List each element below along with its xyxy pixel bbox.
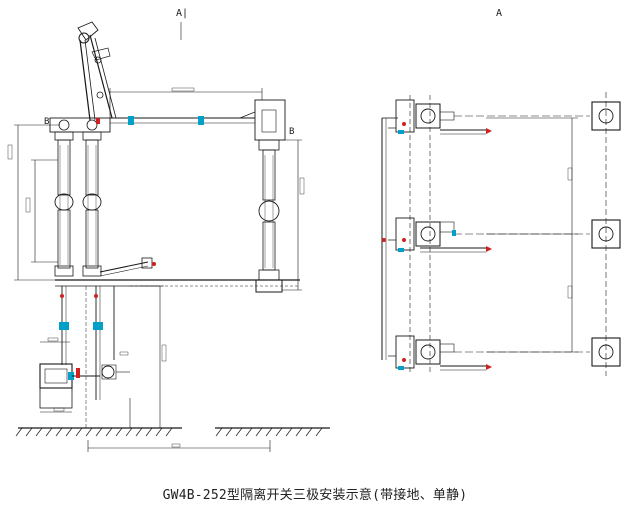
pole-phase-a [388,99,590,135]
operating-mechanism-box [39,363,74,409]
insulator-column-1 [54,131,74,277]
switch-head-left [49,117,255,133]
label-b-left: B [44,117,49,127]
switch-head-right [239,99,286,141]
pole-phase-c [388,335,590,371]
plan-view: A [381,8,621,376]
fixed-contact-b [591,219,621,249]
side-elevation-view: A| [7,8,330,452]
view-label-left: A| [176,8,188,19]
insulator-column-2 [82,131,102,277]
insulator-column-3 [255,139,283,293]
fixed-contact-c [591,337,621,367]
label-b-right: B [289,127,294,137]
drawing-caption: GW4B-252型隔离开关三极安装示意(带接地、单静) [162,488,468,503]
pantograph-arm [77,21,117,121]
view-label-right: A [496,8,502,19]
